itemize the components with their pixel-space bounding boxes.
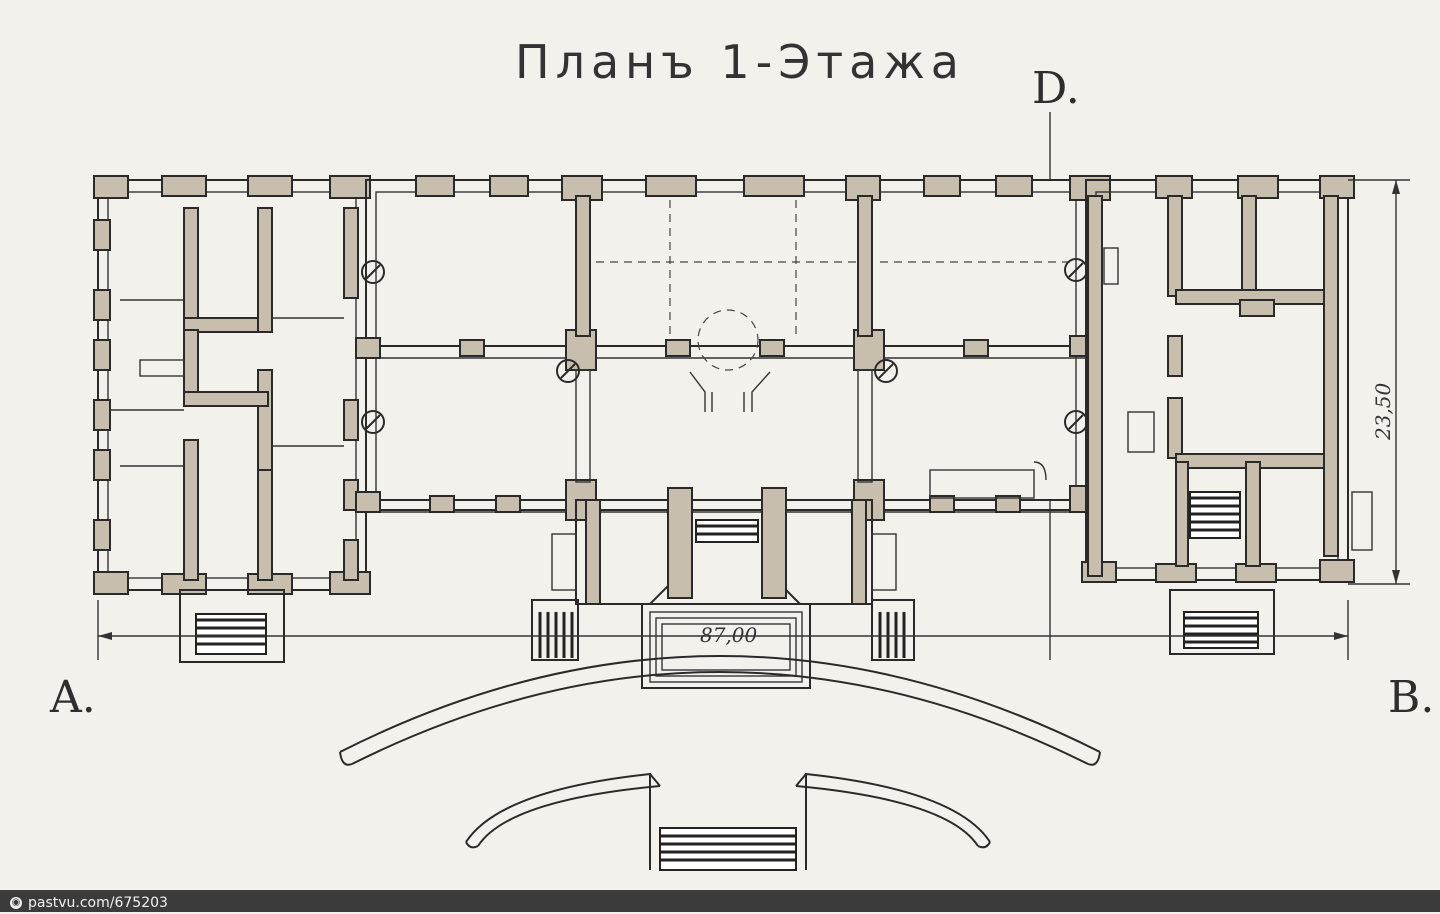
watermark-bar: ◉ pastvu.com/675203 [0,890,1440,912]
dimension-width-label: 87,00 [700,623,758,647]
watermark-text: pastvu.com/675203 [28,895,168,911]
main-entrance-steps [641,603,811,689]
dimension-lines [97,179,1410,660]
inner-stair [695,519,759,543]
forecourt-drive [339,655,1101,871]
corner-label-b: B. [1388,672,1434,723]
right-wing [1081,175,1373,655]
corner-label-d: D. [1032,63,1080,114]
forecourt-steps [659,827,797,871]
left-entrance-porch [179,589,285,663]
plan-title: Планъ 1-Этажа [515,35,965,89]
floor-plan-drawing: Планъ 1-Этажа A. B. D. [49,35,1434,871]
right-entrance-porch [1169,589,1275,655]
watermark[interactable]: ◉ pastvu.com/675203 [0,892,168,914]
corner-label-a: A. [49,672,96,723]
left-wing [93,175,385,663]
dimension-height-label: 23,50 [1371,382,1395,441]
camera-icon: ◉ [10,897,22,909]
central-block [355,175,1111,689]
